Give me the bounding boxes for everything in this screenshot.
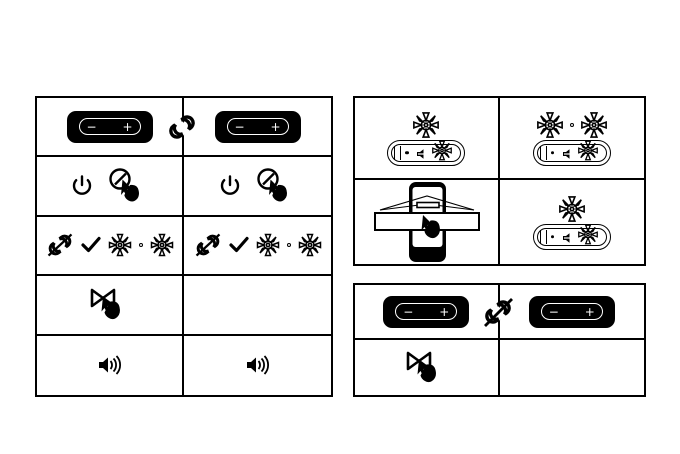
circle-button-tap-cursor bbox=[106, 166, 148, 206]
broken-link-icon bbox=[193, 230, 223, 260]
burst-icon bbox=[107, 232, 133, 258]
minus-label: − bbox=[234, 119, 245, 134]
plus-label: + bbox=[584, 304, 595, 319]
broken-link-icon bbox=[45, 230, 75, 260]
cell-power-tap-left bbox=[37, 157, 184, 217]
burst-icon bbox=[430, 139, 454, 168]
check-icon bbox=[228, 236, 249, 254]
burst-icon bbox=[535, 110, 565, 140]
speaker-grille bbox=[539, 230, 547, 244]
cell-device-two-burst bbox=[499, 98, 644, 180]
left-instruction-table: − + bbox=[35, 96, 333, 397]
cell-unlink-status-left bbox=[37, 216, 184, 277]
play-pause-tap-cursor bbox=[402, 345, 450, 391]
speaker-glyph-icon bbox=[416, 147, 431, 159]
pill-device bbox=[532, 223, 611, 252]
cell-power-tap-right bbox=[184, 157, 331, 217]
speaker-volume-pill: − + bbox=[226, 118, 289, 136]
speaker-glyph-icon bbox=[562, 147, 577, 159]
power-icon bbox=[72, 175, 92, 197]
volume-icon bbox=[244, 353, 272, 377]
dot-icon bbox=[286, 243, 291, 248]
link-icon bbox=[165, 110, 199, 144]
speaker-volume-pill: − + bbox=[395, 303, 458, 320]
volume-icon bbox=[96, 353, 124, 377]
cell-speaker-unlink-left: − + bbox=[355, 285, 513, 340]
burst-icon bbox=[149, 232, 175, 258]
led-indicator-icon bbox=[550, 151, 555, 155]
speaker-glyph-icon bbox=[562, 231, 577, 243]
cell-playpause-tap bbox=[355, 340, 500, 395]
led-indicator-icon bbox=[550, 235, 555, 239]
cell-speaker-pair-left: − + bbox=[37, 98, 195, 158]
burst-icon bbox=[255, 232, 281, 258]
speaker-grille bbox=[394, 146, 402, 160]
top-right-instruction-table bbox=[353, 96, 646, 266]
power-icon bbox=[220, 175, 240, 197]
cell-phone-drawer-tap bbox=[355, 180, 500, 264]
cell-speaker-unlink-right: − + bbox=[499, 285, 644, 340]
pill-device bbox=[532, 139, 611, 168]
plus-label: + bbox=[122, 119, 133, 134]
cell-volume-left bbox=[37, 335, 184, 395]
cell-empty-right bbox=[184, 276, 331, 336]
cell-empty bbox=[500, 340, 645, 395]
cell-device-one-burst-2 bbox=[500, 180, 645, 264]
cell-playpause-tap-left bbox=[37, 276, 184, 336]
plus-label: + bbox=[439, 304, 450, 319]
speaker-volume-pill: − + bbox=[540, 303, 603, 320]
burst-icon bbox=[576, 223, 600, 252]
speaker-device: − + bbox=[528, 295, 615, 328]
circle-button-tap-cursor bbox=[254, 166, 296, 206]
burst-icon bbox=[411, 110, 441, 140]
minus-label: − bbox=[548, 304, 559, 319]
burst-icon bbox=[297, 232, 323, 258]
broken-link-icon bbox=[481, 295, 515, 329]
burst-icon bbox=[579, 110, 609, 140]
dot-icon bbox=[569, 123, 574, 127]
bottom-right-instruction-table: − + bbox=[353, 283, 646, 397]
led-indicator-icon bbox=[405, 151, 409, 155]
play-pause-tap-cursor bbox=[86, 282, 134, 328]
check-icon bbox=[80, 236, 101, 254]
cell-volume-right bbox=[184, 336, 331, 395]
plus-label: + bbox=[270, 119, 281, 134]
cell-speaker-pair-right: − + bbox=[184, 98, 331, 158]
cell-unlink-status-right bbox=[184, 217, 331, 277]
phone-notification-drawer bbox=[360, 180, 492, 264]
cell-device-one-burst bbox=[355, 98, 500, 180]
minus-label: − bbox=[86, 119, 97, 134]
speaker-device: − + bbox=[214, 110, 301, 143]
speaker-grille bbox=[539, 146, 547, 160]
burst-icon bbox=[576, 139, 600, 168]
speaker-device: − + bbox=[383, 295, 470, 328]
dot-icon bbox=[138, 243, 143, 248]
minus-label: − bbox=[403, 304, 414, 319]
speaker-volume-pill: − + bbox=[78, 118, 141, 136]
burst-icon bbox=[557, 194, 587, 224]
speaker-device: − + bbox=[66, 110, 153, 143]
pill-device bbox=[387, 139, 466, 168]
